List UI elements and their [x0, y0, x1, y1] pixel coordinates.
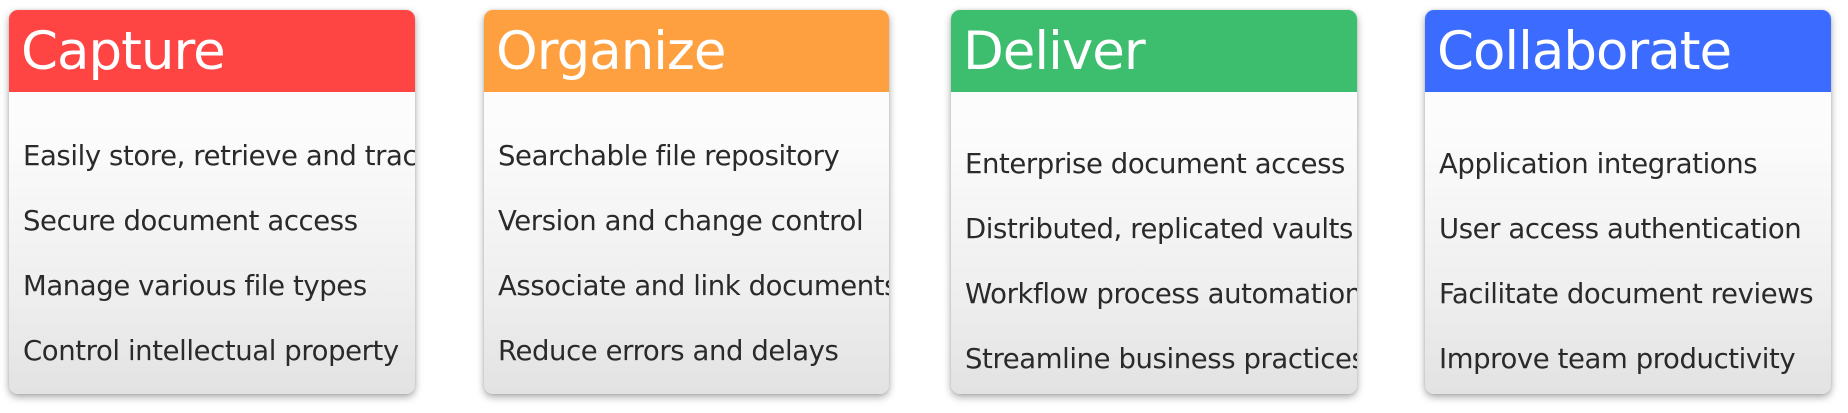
feature-item: Secure document access: [23, 205, 358, 237]
feature-item: Distributed, replicated vaults: [965, 213, 1353, 245]
capture-card: Capture Easily store, retrieve and track…: [9, 10, 415, 394]
feature-item: Associate and link documents: [498, 270, 889, 302]
feature-item: Application integrations: [1439, 148, 1758, 180]
feature-item: Improve team productivity: [1439, 343, 1796, 375]
feature-item: Searchable file repository: [498, 140, 840, 172]
deliver-card-header: Deliver: [951, 10, 1357, 92]
feature-item: Version and change control: [498, 205, 864, 237]
deliver-card: Deliver Enterprise document access Distr…: [951, 10, 1357, 394]
deliver-feature-list: Enterprise document access Distributed, …: [951, 92, 1357, 392]
deliver-card-title: Deliver: [963, 20, 1146, 82]
feature-item: Easily store, retrieve and track: [23, 140, 415, 172]
organize-card-header: Organize: [484, 10, 889, 92]
feature-item: Workflow process automation: [965, 278, 1357, 310]
capture-card-title: Capture: [21, 20, 226, 82]
feature-item: Streamline business practices: [965, 343, 1357, 375]
collaborate-card-header: Collaborate: [1425, 10, 1831, 92]
feature-item: Enterprise document access: [965, 148, 1345, 180]
organize-feature-list: Searchable file repository Version and c…: [484, 92, 889, 384]
collaborate-card: Collaborate Application integrations Use…: [1425, 10, 1831, 394]
organize-card-title: Organize: [496, 20, 726, 82]
collaborate-card-title: Collaborate: [1437, 20, 1732, 82]
feature-item: User access authentication: [1439, 213, 1802, 245]
organize-card: Organize Searchable file repository Vers…: [484, 10, 889, 394]
feature-item: Control intellectual property: [23, 335, 399, 367]
capture-feature-list: Easily store, retrieve and track Secure …: [9, 92, 415, 384]
collaborate-feature-list: Application integrations User access aut…: [1425, 92, 1831, 392]
capture-card-header: Capture: [9, 10, 415, 92]
feature-item: Facilitate document reviews: [1439, 278, 1814, 310]
feature-item: Manage various file types: [23, 270, 367, 302]
feature-item: Reduce errors and delays: [498, 335, 839, 367]
